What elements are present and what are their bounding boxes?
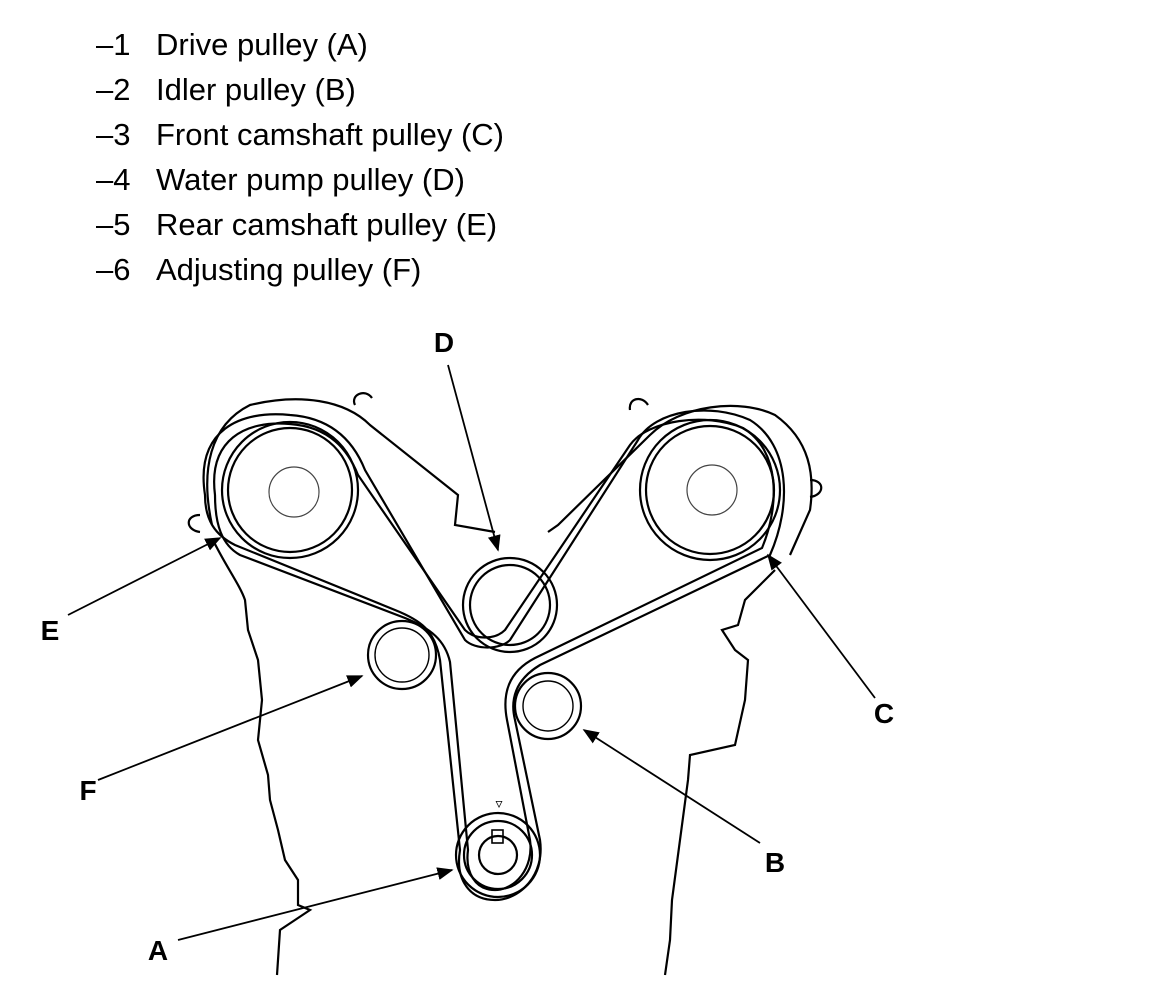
idler-pulley — [513, 671, 583, 741]
legend-item-idler-pulley: –2 Idler pulley (B) — [96, 67, 504, 112]
engine-outline-tab-left — [187, 513, 201, 534]
legend-text: Idler pulley (B) — [156, 72, 356, 107]
legend-number: –1 — [96, 27, 131, 62]
leader-line-a — [177, 867, 454, 941]
leader-lines — [67, 364, 876, 941]
legend-number: –3 — [96, 117, 131, 152]
engine-outline-tab-right — [809, 478, 823, 499]
legend-item-water-pump-pulley: –4 Water pump pulley (D) — [96, 157, 504, 202]
callout-label-c: C — [874, 698, 894, 729]
legend-number: –5 — [96, 207, 131, 242]
leader-line-f — [97, 675, 364, 781]
legend-item-rear-camshaft-pulley: –5 Rear camshaft pulley (E) — [96, 202, 504, 247]
engine-outline-right — [547, 404, 813, 556]
pulley-legend: –1 Drive pulley (A) –2 Idler pulley (B) –3… — [96, 22, 504, 292]
legend-text: Water pump pulley (D) — [156, 162, 465, 197]
engine-outline-left — [206, 398, 496, 534]
leader-line-d — [447, 364, 501, 552]
legend-item-front-camshaft-pulley: –3 Front camshaft pulley (C) — [96, 112, 504, 157]
drive-pulley — [454, 811, 542, 899]
legend-item-adjusting-pulley: –6 Adjusting pulley (F) — [96, 247, 504, 292]
legend-number: –6 — [96, 252, 131, 287]
legend-item-drive-pulley: –1 Drive pulley (A) — [96, 22, 504, 67]
callout-label-a: A — [148, 935, 168, 966]
callout-label-d: D — [434, 327, 454, 358]
legend-number: –2 — [96, 72, 131, 107]
front-camshaft-pulley — [638, 418, 782, 562]
timing-belt-outer — [202, 409, 786, 902]
timing-belt — [202, 409, 786, 902]
engine-outline-bracket-right — [628, 397, 649, 411]
adjusting-pulley — [366, 619, 438, 691]
timing-mark: ▿ — [495, 796, 502, 812]
engine-outline-block-right — [663, 569, 776, 976]
callout-label-b: B — [765, 847, 785, 878]
leader-line-b — [582, 729, 761, 844]
legend-text: Adjusting pulley (F) — [156, 252, 422, 287]
legend-text: Drive pulley (A) — [156, 27, 368, 62]
engine-outline — [187, 392, 823, 976]
callout-label-f: F — [79, 775, 96, 806]
legend-text: Front camshaft pulley (C) — [156, 117, 504, 152]
timing-belt-inner — [213, 418, 775, 892]
legend-text: Rear camshaft pulley (E) — [156, 207, 498, 242]
legend-number: –4 — [96, 162, 131, 197]
callout-label-e: E — [41, 615, 60, 646]
leader-line-c — [767, 553, 876, 699]
engine-outline-block-left — [212, 539, 313, 976]
engine-outline-bracket — [352, 392, 373, 406]
leader-line-e — [67, 537, 222, 616]
water-pump-pulley — [461, 556, 559, 654]
rear-camshaft-pulley — [220, 420, 360, 560]
